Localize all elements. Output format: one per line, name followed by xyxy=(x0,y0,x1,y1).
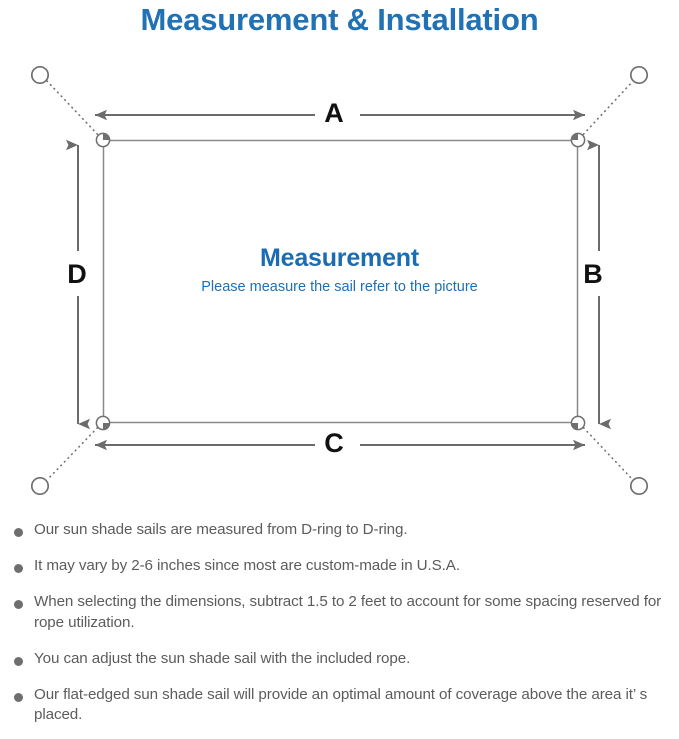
list-item: It may vary by 2-6 inches since most are… xyxy=(10,556,665,576)
dimension-label-d: D xyxy=(67,259,87,289)
anchor-bottom-left xyxy=(30,476,50,496)
note-text: Our flat-edged sun shade sail will provi… xyxy=(34,686,648,724)
rope-top-right xyxy=(579,80,634,139)
d-ring-top-right xyxy=(570,132,586,148)
list-item: Our sun shade sails are measured from D-… xyxy=(10,520,665,540)
bullet-icon xyxy=(14,528,23,537)
anchor-top-left xyxy=(30,65,50,85)
bullet-icon xyxy=(14,693,23,703)
sail-center-heading: Measurement xyxy=(260,244,419,272)
dimension-label-a: A xyxy=(324,98,344,128)
anchor-bottom-right xyxy=(629,476,649,496)
note-text: It may vary by 2-6 inches since most are… xyxy=(34,557,460,575)
d-ring-bottom-left xyxy=(95,415,111,431)
d-rings xyxy=(95,132,586,431)
bullet-icon xyxy=(14,564,23,574)
list-item: When selecting the dimensions, subtract … xyxy=(10,592,665,632)
rope-top-left xyxy=(46,80,102,139)
dimension-label-c: C xyxy=(324,428,344,458)
dimension-label-b: B xyxy=(583,259,603,289)
notes-list: Our sun shade sails are measured from D-… xyxy=(0,520,679,726)
bullet-icon xyxy=(14,600,23,610)
sail-body xyxy=(102,139,579,424)
sail-center-subtitle: Please measure the sail refer to the pic… xyxy=(201,279,478,295)
dimension-arrows xyxy=(66,109,611,451)
rope-bottom-left xyxy=(46,423,102,481)
list-item: You can adjust the sun shade sail with t… xyxy=(10,649,665,669)
anchor-top-right xyxy=(629,65,649,85)
page-title: Measurement & Installation xyxy=(140,2,539,37)
note-text: When selecting the dimensions, subtract … xyxy=(34,593,662,631)
note-text: Our sun shade sails are measured from D-… xyxy=(34,521,408,538)
d-ring-bottom-right xyxy=(570,415,586,431)
anchor-points xyxy=(30,65,649,496)
sail-measurement-diagram: Measurement Please measure the sail refe… xyxy=(0,46,679,516)
d-ring-top-left xyxy=(95,132,111,148)
note-text: You can adjust the sun shade sail with t… xyxy=(34,649,411,667)
bullet-icon xyxy=(14,656,23,666)
sail-diagram-svg xyxy=(30,65,649,496)
rope-bottom-right xyxy=(579,423,634,481)
list-item: Our flat-edged sun shade sail will provi… xyxy=(10,685,665,725)
